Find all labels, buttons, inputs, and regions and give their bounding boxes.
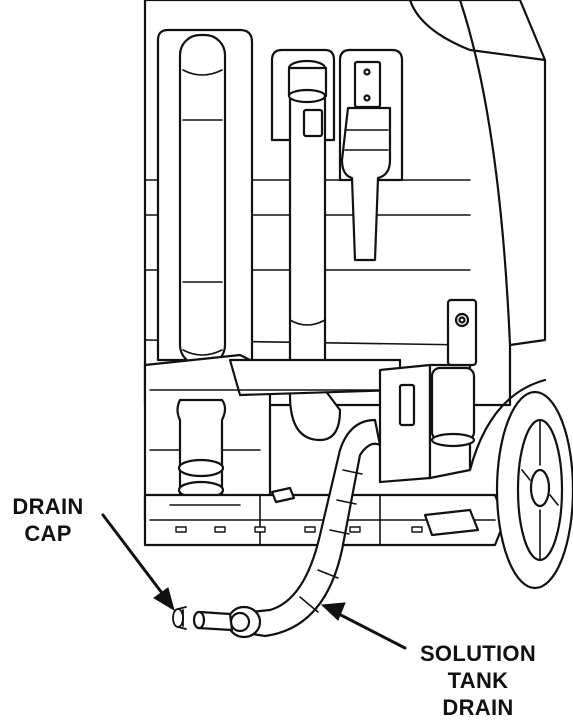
adjustment-knob — [270, 486, 296, 504]
hinge-bracket — [446, 298, 478, 367]
drain-cap-callout: DRAIN CAP — [2, 493, 94, 547]
control-box-switch — [398, 383, 416, 427]
drain-cap-arrow-head — [153, 587, 175, 612]
drain-cap-arrow-line — [101, 513, 167, 599]
drain-cap-callout-line-2: CAP — [24, 521, 72, 546]
drain-cap-callout-line-1: DRAIN — [12, 494, 84, 519]
tank-top-curve — [408, 0, 547, 62]
wheel-hub — [529, 468, 551, 508]
drain-cap — [172, 606, 187, 630]
wheel-fender — [468, 378, 547, 472]
solution-tank-drain-callout-line-2: TANK — [447, 668, 509, 693]
damper-cylinder — [430, 366, 476, 442]
solution-drain-arrow-line — [333, 610, 407, 650]
solution-tank-drain-hose — [238, 418, 382, 638]
solution-tank-drain-callout-line-3: DRAIN — [442, 695, 514, 720]
middle-hose — [288, 78, 342, 442]
solution-drain-arrow-head — [320, 602, 346, 621]
left-vertical-hose — [178, 33, 227, 367]
callout-arrows — [101, 513, 407, 650]
right-hose — [340, 106, 392, 262]
tank-side-curve — [458, 0, 512, 347]
middle-hose-clamp — [302, 108, 324, 138]
solution-tank-drain-callout: SOLUTION TANK DRAIN — [398, 640, 558, 721]
front-bracket — [423, 508, 480, 537]
solution-tank-drain-callout-line-1: SOLUTION — [419, 641, 537, 666]
